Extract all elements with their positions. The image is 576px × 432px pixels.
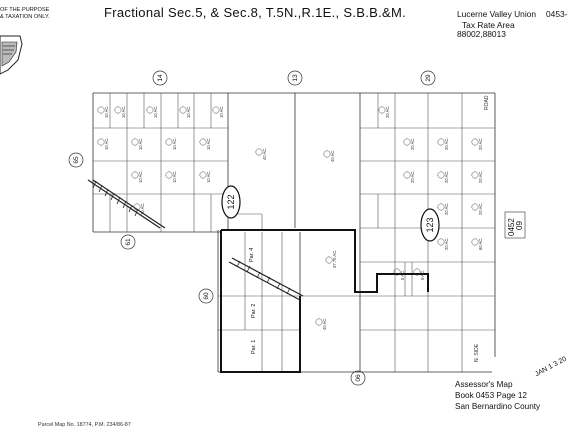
book-page-label: Book 0453 Page 12 (455, 391, 527, 400)
adjacent-map-page: 09 (515, 221, 524, 230)
book-code: 0453- (546, 9, 568, 19)
acreage-label: 9 AC. (420, 270, 425, 280)
acreage-label: 20 AC. (410, 170, 415, 183)
acreage-label: 40 AC. (330, 149, 335, 162)
page-number-14: 14 (157, 74, 164, 82)
parcel-number-circle (471, 138, 479, 146)
adjacent-map-book: 0452 (507, 218, 516, 236)
acreage-label: 10 AC. (172, 137, 177, 150)
acreage-label: 10 AC. (153, 105, 158, 118)
page-number-13: 13 (292, 74, 299, 82)
acreage-label: 10 AC. (172, 170, 177, 183)
acreage-label: 40 AC. (262, 147, 267, 160)
parcel-number-circle (114, 106, 122, 114)
acreage-label: 20 AC. (444, 237, 449, 250)
parcel-number-circle (133, 203, 141, 211)
parcel-number-circle (315, 318, 323, 326)
book-page-123: 123 (425, 217, 435, 232)
parcel-number-circle (437, 138, 445, 146)
purpose-note-line1: OF THE PURPOSE (0, 7, 50, 13)
svg-text:N. SIDE: N. SIDE (474, 343, 480, 362)
page-number-65: 65 (73, 156, 80, 164)
parcel-number-circle (471, 171, 479, 179)
acreage-label: 5 AC. (400, 270, 405, 280)
acreage-label: 20 AC. (385, 105, 390, 118)
page-number-06: 06 (355, 374, 362, 382)
parcel-number-circle (212, 106, 220, 114)
acreage-label: 10 AC. (104, 105, 109, 118)
purpose-note-line2: & TAXATION ONLY. (0, 14, 50, 20)
parcel-number-circle (378, 106, 386, 114)
acreage-label: 10 AC. (104, 137, 109, 150)
parcel-number-circle (131, 138, 139, 146)
acreage-label: 10 AC. (186, 105, 191, 118)
parcel-number-circle (199, 138, 207, 146)
page-number-61: 61 (125, 238, 132, 246)
acreage-label: 20 AC. (444, 170, 449, 183)
acreage-label: 10 AC. (206, 170, 211, 183)
highlighted-boundary (220, 229, 429, 373)
acreage-label: 80 AC. (478, 237, 483, 250)
parcel-number-circle (393, 268, 401, 276)
map-title: Fractional Sec.5, & Sec.8, T.5N.,R.1E., … (104, 5, 407, 20)
parcel-number-circle (413, 268, 421, 276)
parcel-number-circle (97, 138, 105, 146)
parcel-number-circle (165, 138, 173, 146)
acreage-label: 10 AC. (206, 137, 211, 150)
acreage-label: 20 AC. (444, 137, 449, 150)
county-label: San Bernardino County (455, 402, 541, 411)
parcel-number-circle (471, 203, 479, 211)
district-name: Lucerne Valley Union (457, 9, 536, 19)
acreage-label: 20 AC. (478, 170, 483, 183)
parcel-number-circle (199, 171, 207, 179)
county-seal-logo (0, 35, 23, 75)
svg-text:ROAD: ROAD (484, 95, 490, 110)
parcel-number-circle (97, 106, 105, 114)
acreage-label: 20 AC. (478, 202, 483, 215)
acreage-label: 20 AC. (444, 202, 449, 215)
acreage-label: 10 AC. (219, 105, 224, 118)
tax-rate-label: Tax Rate Area (462, 20, 515, 30)
railroad-line (87, 179, 304, 301)
parcel-number-circle (403, 171, 411, 179)
parcel-number-circle (146, 106, 154, 114)
acreage-label: 10 AC. (138, 170, 143, 183)
acreage-labels: 10 AC. 10 AC. 10 AC. 10 AC. 10 AC. 10 AC. 10 A… (104, 105, 483, 330)
acreage-label: 10 AC. (138, 137, 143, 150)
parcel-number-circle (437, 171, 445, 179)
acreage-label: 37.75 AC. (332, 250, 337, 268)
parcel-number-circle (255, 148, 263, 156)
parcel-number-circle (471, 238, 479, 246)
parcel-map-reference: Parcel Map No. 18774, P.M. 234/86-87 (38, 422, 131, 428)
acreage-label: 40 AC. (322, 317, 327, 330)
page-number-29: 29 (425, 74, 432, 82)
par-2-label: Par. 2 (251, 304, 257, 318)
book-page-122: 122 (226, 194, 236, 209)
acreage-label: 20 AC. (410, 137, 415, 150)
assessor-map-label: Assessor's Map (455, 380, 513, 389)
page-number-60: 60 (203, 292, 210, 300)
acreage-label: 10 AC. (121, 105, 126, 118)
par-4-label: Par. 4 (249, 248, 255, 262)
tra-codes: 88002,88013 (457, 29, 506, 39)
parcel-number-circle (131, 171, 139, 179)
parcel-number-circles (97, 106, 479, 326)
par-1-label: Par. 1 (251, 340, 257, 354)
parcel-grid-west (93, 93, 228, 232)
parcel-number-circle (437, 238, 445, 246)
acreage-label: 20 AC. (478, 137, 483, 150)
parcel-number-circle (323, 150, 331, 158)
parcel-number-circle (165, 171, 173, 179)
parcel-number-circle (437, 203, 445, 211)
parcel-number-circle (325, 256, 333, 264)
acreage-label: 10 AC. (140, 202, 145, 215)
parcel-number-circle (403, 138, 411, 146)
parcel-number-circle (179, 106, 187, 114)
